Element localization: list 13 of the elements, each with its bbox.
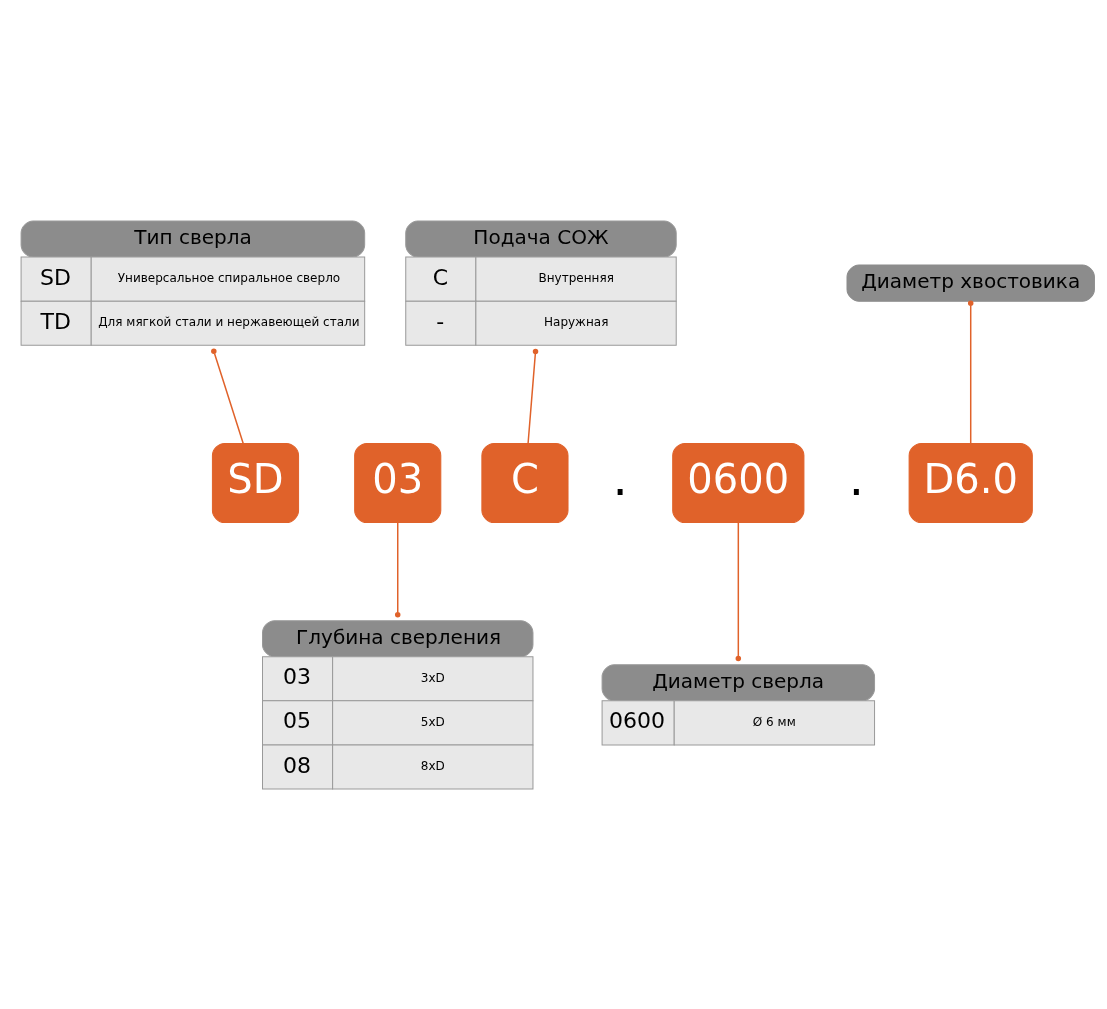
connector [211,348,244,444]
node-box: C [481,442,569,523]
label: . [848,449,865,506]
label: . [612,449,628,506]
connector [395,521,401,617]
node-box: Диаметр хвостовика [846,264,1095,302]
node-box: 03 [354,442,442,523]
node-box: SD [211,442,300,523]
node-box: 0600 [672,442,805,523]
connector [967,300,974,444]
connector [735,521,742,661]
connector [527,348,539,444]
node-box: D6.0 [908,442,1033,523]
